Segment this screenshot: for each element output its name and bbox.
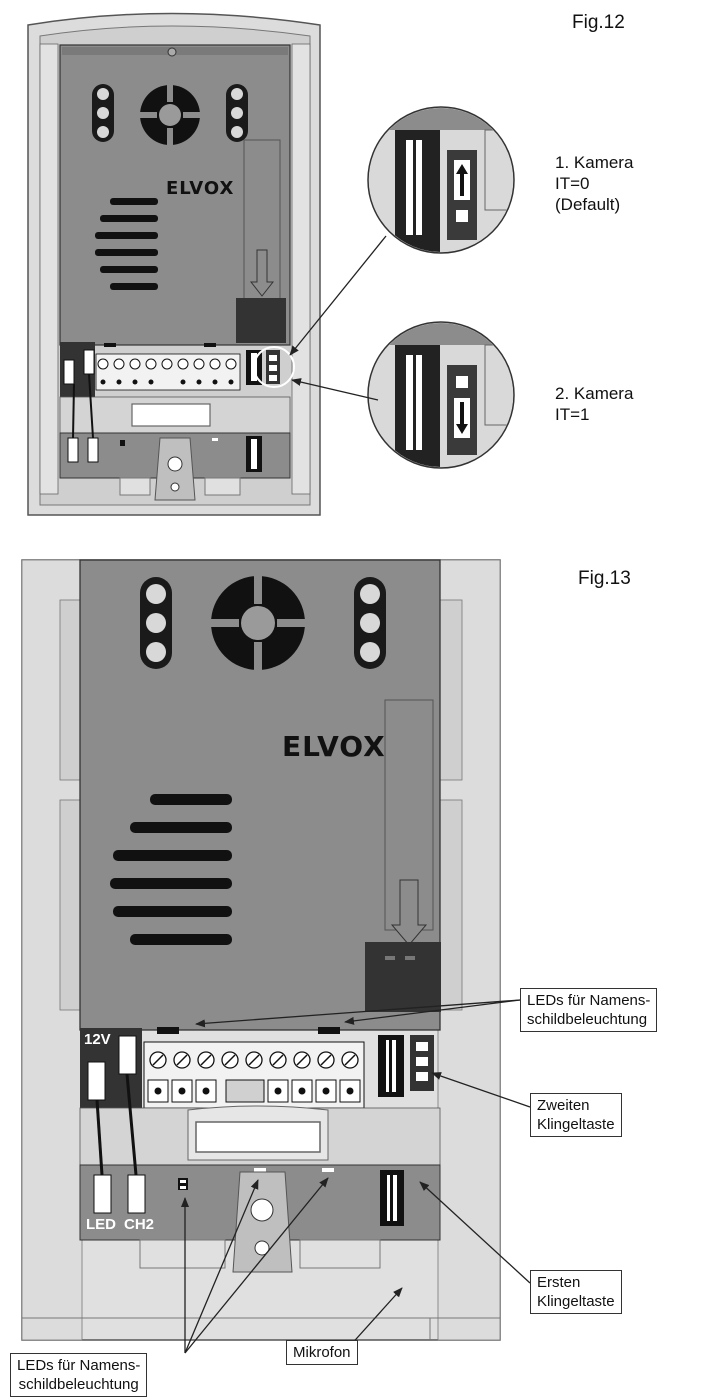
- leds-top-line1: LEDs für Namens-: [527, 992, 651, 1009]
- camera1-line3: (Default): [555, 195, 621, 214]
- leds-bottom-line2: schildbeleuchtung: [18, 1376, 139, 1393]
- label-ch2: CH2: [124, 1216, 155, 1233]
- fig12-logo: ELVOX: [166, 178, 235, 199]
- fig12-camera2-label: 2. Kamera IT=1: [555, 383, 633, 425]
- camera1-line2: IT=0: [555, 174, 590, 193]
- camera1-line1: 1. Kamera: [555, 153, 634, 172]
- first-button-line1: Ersten: [537, 1274, 581, 1291]
- callout-leds-top: LEDs für Namens- schildbeleuchtung: [520, 988, 658, 1032]
- second-button-line2: Klingeltaste: [537, 1116, 615, 1133]
- callout-first-button: Ersten Klingeltaste: [530, 1270, 622, 1314]
- leds-bottom-line1: LEDs für Namens-: [17, 1357, 141, 1374]
- leds-top-line2: schildbeleuchtung: [527, 1011, 648, 1028]
- callout-second-button: Zweiten Klingeltaste: [530, 1093, 622, 1137]
- fig12-pointer-1: [289, 235, 387, 356]
- fig12-title: Fig.12: [572, 12, 625, 33]
- label-led: LED: [86, 1216, 116, 1233]
- fig12-zoom-camera2: [367, 321, 515, 469]
- camera2-line2: IT=1: [555, 405, 590, 424]
- fig12-camera1-label: 1. Kamera IT=0 (Default): [555, 152, 633, 215]
- fig12-pointer-2: [291, 378, 379, 401]
- fig13-title: Fig.13: [578, 568, 631, 589]
- fig13-logo: ELVOX: [282, 730, 386, 763]
- fig12-device: [27, 12, 321, 516]
- callout-leds-bottom: LEDs für Namens- schildbeleuchtung: [10, 1353, 148, 1397]
- label-12v: 12V: [84, 1031, 111, 1048]
- first-button-line2: Klingeltaste: [537, 1293, 615, 1310]
- callout-microphone: Mikrofon: [286, 1340, 358, 1365]
- fig12-zoom-camera1: [367, 106, 515, 254]
- fig13-callout-arrows: [181, 999, 531, 1354]
- fig13-device: [21, 559, 501, 1341]
- camera2-line1: 2. Kamera: [555, 384, 634, 403]
- second-button-line1: Zweiten: [537, 1097, 590, 1114]
